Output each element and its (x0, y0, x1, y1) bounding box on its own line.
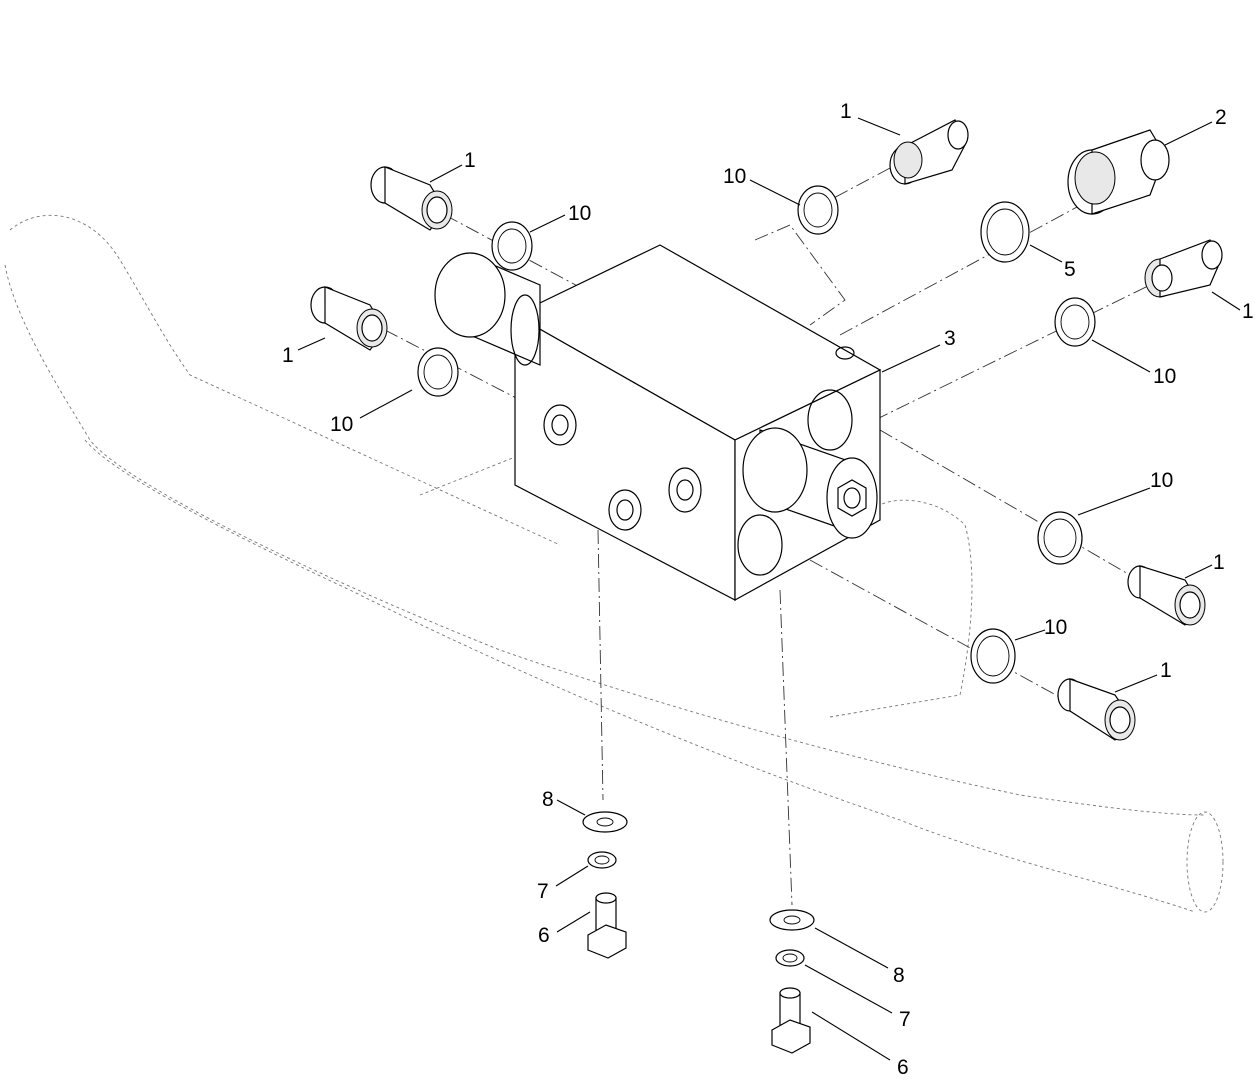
seal-right-lower (970, 628, 1016, 684)
fitting-left (310, 286, 388, 351)
callout-7-left: 7 (537, 880, 549, 903)
callout-6-left: 6 (538, 924, 550, 947)
fitting-upper-left (370, 166, 453, 231)
callout-6-right: 6 (897, 1056, 909, 1079)
callout-1-left: 1 (282, 344, 294, 367)
callout-1-upper-left: 1 (464, 149, 476, 172)
valve-manifold-block (434, 244, 882, 602)
callout-7-right: 7 (899, 1008, 911, 1031)
seal-right-mid (1037, 511, 1083, 565)
seal-item-5 (980, 201, 1030, 263)
callout-10-right-upper: 10 (1153, 365, 1176, 388)
fitting-right-mid (1127, 565, 1206, 626)
callout-1-right-upper: 1 (1242, 300, 1254, 323)
callout-8-left: 8 (542, 788, 554, 811)
callout-3: 3 (944, 327, 956, 350)
assembly-centerlines (384, 167, 1151, 906)
fitting-top (889, 119, 969, 185)
callout-5: 5 (1064, 258, 1076, 281)
leader-lines (297, 117, 1241, 1061)
fitting-right-lower (1057, 678, 1136, 741)
callout-10-left: 10 (330, 413, 353, 436)
callout-8-right: 8 (893, 964, 905, 987)
callout-10-top: 10 (723, 165, 746, 188)
callout-10-right-lower: 10 (1044, 616, 1067, 639)
callout-1-right-lower: 1 (1160, 659, 1172, 682)
large-fitting (1067, 129, 1170, 215)
callout-1-right-mid: 1 (1213, 551, 1225, 574)
o-ring-seals (417, 185, 1096, 684)
callout-2: 2 (1215, 106, 1227, 129)
phantom-frame-tube (4, 214, 1224, 913)
hardware-stack-right (769, 909, 815, 1054)
callout-10-right-mid: 10 (1150, 469, 1173, 492)
callout-labels: 1 2 1 10 10 5 1 1 3 10 10 10 1 10 1 8 7 … (282, 100, 1254, 1079)
hardware-stack-left (582, 811, 628, 959)
callout-1-top: 1 (840, 100, 852, 123)
callout-10-upper-left: 10 (568, 202, 591, 225)
fitting-right-upper (1144, 239, 1223, 298)
